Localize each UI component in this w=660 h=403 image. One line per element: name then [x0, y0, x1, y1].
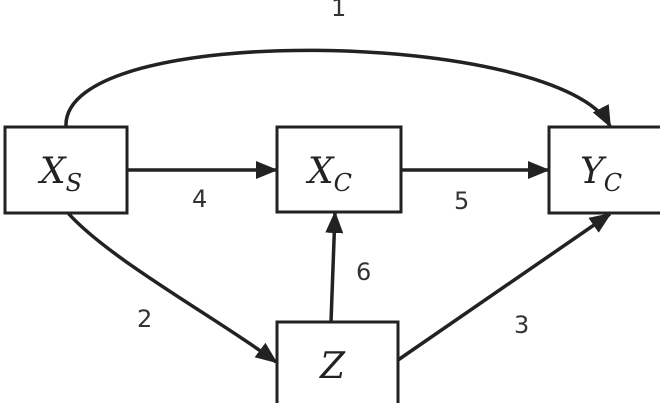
edge-3-z-to-yc	[397, 212, 612, 362]
svg-text:XC: XC	[305, 151, 352, 197]
edge-2-xs-to-z	[66, 211, 278, 364]
node-xs: XS	[3, 125, 129, 215]
node-yc: YC	[547, 125, 660, 215]
svg-text:Z: Z	[319, 346, 346, 387]
edge-label-6: 6	[356, 258, 371, 286]
svg-text:XS: XS	[37, 151, 82, 197]
edge-label-4: 4	[192, 185, 207, 213]
node-xc: XC	[275, 125, 403, 214]
edge-label-5: 5	[454, 187, 469, 215]
edge-6-z-to-xc	[325, 211, 344, 323]
node-z: Z	[275, 320, 400, 403]
edge-label-3: 3	[514, 311, 529, 339]
svg-text:YC: YC	[580, 151, 622, 197]
edge-label-1: 1	[331, 0, 346, 22]
edge-label-2: 2	[137, 305, 152, 333]
edge-1-xs-to-yc	[64, 48, 612, 128]
